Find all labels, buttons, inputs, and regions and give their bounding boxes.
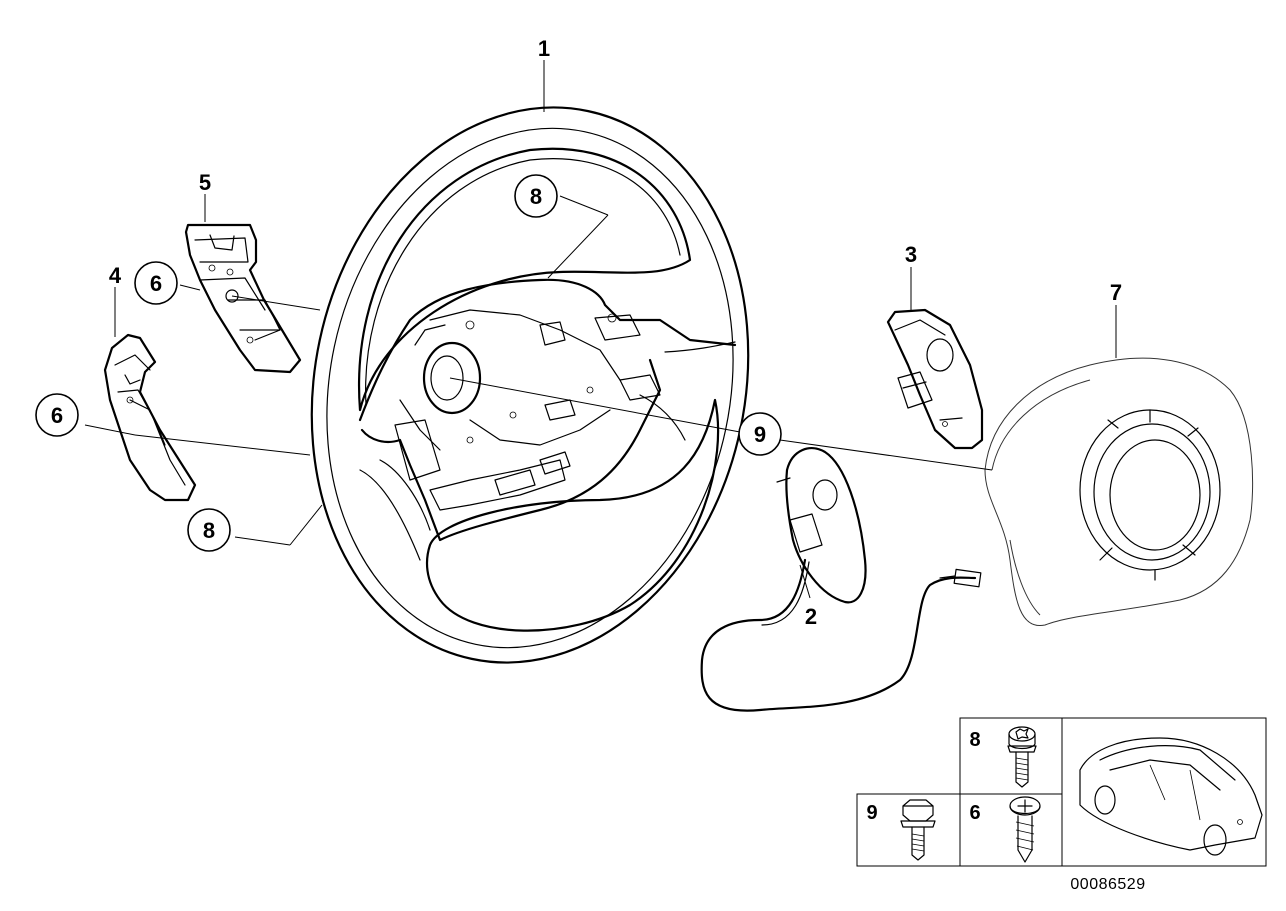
document-number: 00086529 xyxy=(1070,876,1145,893)
callout-label: 6 xyxy=(150,271,162,296)
callout-label: 5 xyxy=(199,170,211,195)
legend-label: 8 xyxy=(969,729,980,751)
callout-2: 2 xyxy=(805,604,817,629)
callout-8-upper: 8 xyxy=(514,174,558,218)
callout-label: 2 xyxy=(805,604,817,629)
legend-label: 9 xyxy=(866,802,877,824)
callout-6-upper: 6 xyxy=(134,261,178,305)
callout-label: 7 xyxy=(1110,280,1122,305)
hex-bolt-icon xyxy=(900,799,936,861)
callout-label: 8 xyxy=(530,184,542,209)
callout-3: 3 xyxy=(905,242,917,267)
switch-right-lower-with-harness[interactable] xyxy=(700,447,982,712)
callout-label: 4 xyxy=(109,263,122,288)
callout-label: 1 xyxy=(538,36,550,61)
callout-label: 3 xyxy=(905,242,917,267)
callout-1: 1 xyxy=(538,36,550,61)
legend-cell-8: 8 xyxy=(969,726,1037,788)
legend-cell-9: 9 xyxy=(866,799,936,861)
callout-8-lower: 8 xyxy=(187,508,231,552)
callout-6-lower: 6 xyxy=(35,393,79,437)
airbag-module[interactable] xyxy=(984,357,1254,626)
car-silhouette-icon xyxy=(1079,737,1263,856)
switch-right-upper[interactable] xyxy=(886,308,984,450)
callout-label: 6 xyxy=(51,403,63,428)
callout-7: 7 xyxy=(1110,280,1122,305)
callout-9: 9 xyxy=(738,412,782,456)
steering-wheel[interactable] xyxy=(261,66,798,703)
switch-trim-left-lower[interactable] xyxy=(103,333,197,502)
legend-cell-6: 6 xyxy=(969,796,1041,863)
callout-5: 5 xyxy=(199,170,211,195)
callout-label: 8 xyxy=(203,518,215,543)
fastener-legend: 8 9 6 xyxy=(856,717,1267,867)
callout-label: 9 xyxy=(754,422,766,447)
torx-bolt-icon xyxy=(1007,726,1037,788)
switch-bracket-left-upper[interactable] xyxy=(184,223,302,374)
phillips-screw-icon xyxy=(1009,796,1041,863)
callout-4: 4 xyxy=(109,263,122,288)
leader-lines xyxy=(84,60,1117,599)
legend-label: 6 xyxy=(969,802,980,824)
